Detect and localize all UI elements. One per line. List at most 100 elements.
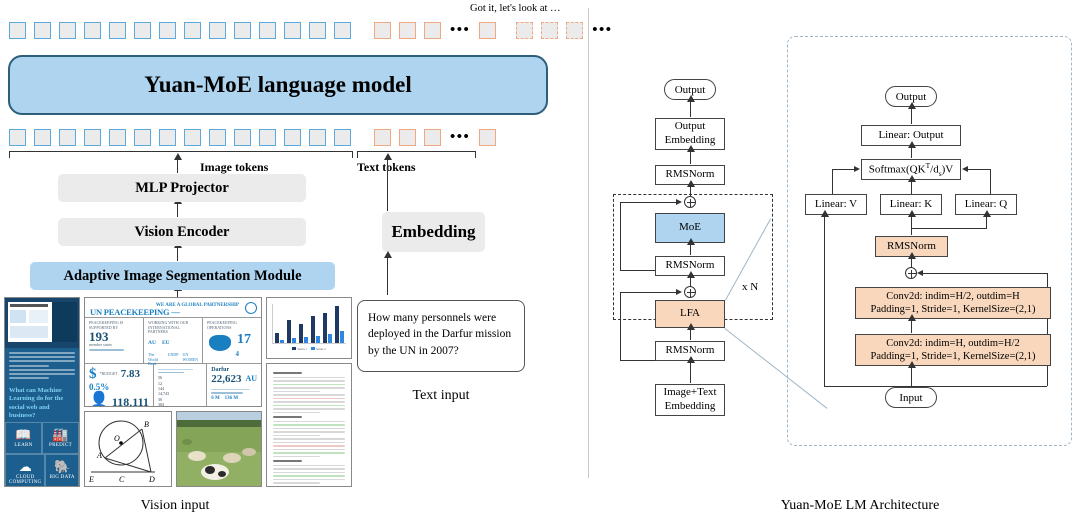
poster-window (8, 302, 52, 342)
thumbnail-paper (266, 363, 352, 487)
arrow-input-to-convbottom (907, 361, 916, 388)
svg-text:E: E (88, 475, 94, 484)
text-token (479, 129, 497, 146)
poster-paragraph (5, 348, 79, 385)
image-token (34, 22, 51, 39)
arrow-convbottom-to-convtop (907, 314, 916, 333)
lfa-residual-line-bottom (911, 386, 1047, 387)
un-table-value: 14,743 (157, 391, 169, 397)
image-token (84, 129, 101, 146)
un-operations-cell: PEACEKEEPING OPERATIONS 17 4 (203, 318, 261, 363)
arrow-to-linear-v (820, 210, 829, 217)
image-token (184, 129, 201, 146)
un-table-cell: 56 12 144 14,743 30 384 (154, 364, 208, 406)
poster-cell-label: PREDICT (49, 442, 72, 448)
vision-input-collage: What can Machine Learning do for the soc… (4, 297, 352, 487)
un-title: UN PEACEKEEPING — (90, 307, 180, 317)
lfa-linear-q-box: Linear: Q (955, 194, 1017, 215)
bar-pair (286, 320, 296, 343)
image-token (59, 129, 76, 146)
lm-rmsnorm-moe-box: RMSNorm (655, 256, 725, 276)
un-budget-caption: *BUDGET (99, 371, 118, 377)
un-stat-value: 17 (237, 332, 251, 348)
residual-line-moe-top (620, 202, 678, 203)
output-token (516, 22, 534, 39)
cloud-icon: ☁ (18, 458, 32, 474)
image-token (284, 129, 301, 146)
legend-label: Series 1 (297, 347, 307, 351)
bar-pair (323, 313, 333, 343)
residual-add-moe (684, 196, 696, 208)
arrow-outemb-to-output (686, 95, 695, 117)
lfa-conv2d-bottom-box: Conv2d: indim=H, outdim=H/2 Padding=1, S… (855, 334, 1051, 366)
token-ellipsis: ••• (450, 129, 471, 145)
image-tokens-bracket (9, 151, 353, 158)
text-tokens-bracket (357, 151, 476, 158)
un-stat-value: 193 (89, 329, 109, 345)
thumbnail-cow-photo (176, 411, 262, 487)
image-token (9, 22, 26, 39)
lfa-conv2d-top-box: Conv2d: indim=H/2, outdim=H Padding=1, S… (855, 287, 1051, 319)
lfa-residual-line-h (923, 273, 1047, 274)
poster-screenshot (5, 298, 79, 348)
rmsnorm-to-v-vert (824, 216, 825, 386)
un-header: UN PEACEKEEPING — WE ARE A GLOBAL PARTNE… (85, 298, 261, 318)
image-token (259, 22, 276, 39)
text-token (479, 22, 497, 39)
text-token (374, 129, 391, 146)
rmsnorm-fanout-line (911, 228, 986, 229)
svg-text:D: D (148, 475, 155, 484)
poster-cell-label: LEARN (14, 442, 33, 448)
q-to-softmax-line (968, 169, 990, 170)
q-to-softmax-arrow (962, 165, 968, 172)
un-table-value: 30 (157, 396, 162, 402)
lm-output-pill: Output (664, 79, 716, 100)
lfa-detail-region (787, 36, 1072, 446)
image-token (134, 129, 151, 146)
un-subtitle: WE ARE A GLOBAL PARTNERSHIP (155, 303, 239, 308)
text-input-box[interactable]: How many personnels were deployed in the… (357, 300, 525, 372)
un-footer-value: 136 M (224, 395, 239, 401)
image-tokens-label: Image tokens (200, 160, 269, 174)
un-stat-value: 0.5% (89, 382, 110, 392)
residual-line-lfa-top (620, 292, 678, 293)
v-vertical-line (832, 169, 833, 194)
residual-line-moe-vert (620, 202, 621, 270)
embedding-box: Embedding (382, 212, 485, 252)
lfa-linear-k-box: Linear: K (880, 194, 942, 215)
image-token (184, 22, 201, 39)
v-to-softmax-arrow (854, 165, 860, 172)
image-token (334, 22, 351, 39)
un-table-value: 56 (157, 375, 162, 381)
un-stat-value: 7.83 (120, 368, 140, 380)
text-token (399, 129, 416, 146)
text-input-caption: Text input (412, 388, 470, 403)
lm-rmsnorm-top-box: RMSNorm (655, 165, 725, 185)
arrow-linearout-to-output (907, 102, 916, 124)
image-token (309, 129, 326, 146)
book-icon: 📖 (15, 426, 32, 442)
yuan-moe-language-model-box: Yuan-MoE language model (8, 55, 548, 115)
lfa-linear-v-box: Linear: V (805, 194, 867, 215)
residual-line-lfa-vert (620, 292, 621, 360)
un-stat-value: 4 (235, 350, 240, 359)
image-token (34, 129, 51, 146)
conv2d-bottom-line1: Conv2d: indim=H, outdim=H/2 (886, 337, 1020, 349)
un-row-1: PEACEKEEPING IS SUPPORTED BY 193 member … (85, 318, 261, 366)
vision-input-caption: Vision input (140, 498, 210, 513)
image-token (134, 22, 151, 39)
output-token-ellipsis: ••• (592, 22, 613, 38)
token-ellipsis: ••• (450, 22, 471, 38)
un-ops-caption: PEACEKEEPING OPERATIONS (207, 320, 237, 330)
output-token (566, 22, 584, 39)
lfa-linear-output-box: Linear: Output (861, 125, 961, 146)
un-stat-caption: PEACEKEEPING IS SUPPORTED BY (89, 320, 124, 330)
lfa-residual-line-v (1047, 273, 1048, 386)
residual-add-lfa (684, 286, 696, 298)
un-stat-cell: PEACEKEEPING IS SUPPORTED BY 193 member … (85, 318, 144, 363)
arrow-projector-to-tokens (173, 153, 182, 173)
un-au-tag: AU (245, 374, 257, 384)
text-token (424, 129, 441, 146)
vision-encoder-box: Vision Encoder (58, 218, 306, 246)
